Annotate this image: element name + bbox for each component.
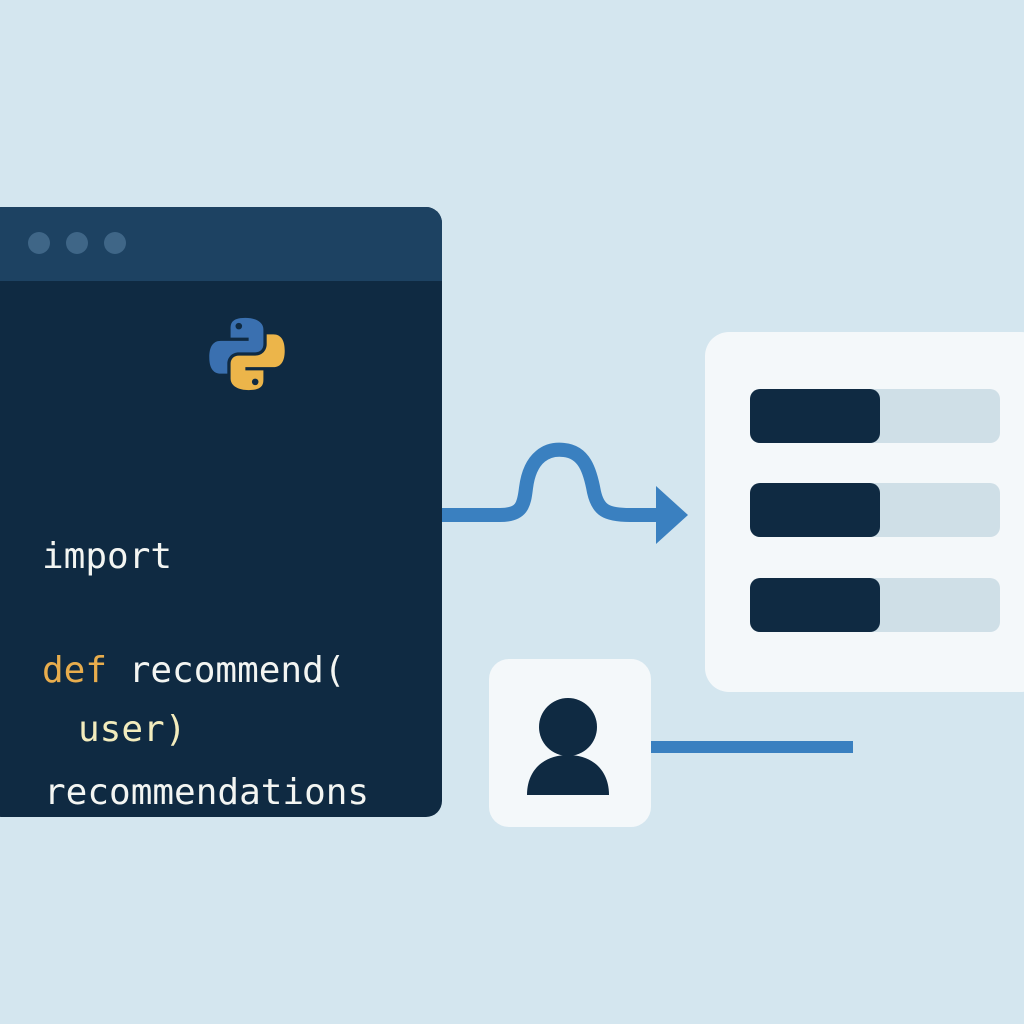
window-dot-icon [104, 232, 126, 254]
function-signature: recommend( [107, 650, 346, 691]
code-line-import: import [42, 536, 173, 577]
user-connector-line [651, 741, 853, 753]
user-icon [527, 698, 609, 795]
code-line-def: def recommend( [42, 651, 345, 691]
recommendation-bar [750, 483, 880, 537]
recommendation-bar [750, 578, 880, 632]
recommendation-bar [750, 389, 880, 443]
arrow-right-icon [656, 486, 688, 544]
window-dot-icon [66, 232, 88, 254]
python-logo-icon [209, 317, 285, 391]
recommendation-item [750, 578, 1000, 632]
recommendations-card [705, 332, 1024, 692]
window-dot-icon [28, 232, 50, 254]
recommendation-item [750, 483, 1000, 537]
keyword-def: def [42, 650, 108, 691]
flow-connector [442, 442, 660, 522]
recommendation-item [750, 389, 1000, 443]
code-line-recommendations: recommendations [44, 772, 370, 813]
code-line-user-param: user) [78, 709, 187, 750]
user-card [489, 659, 651, 827]
editor-titlebar [0, 207, 442, 281]
code-editor-window: import def recommend( user) recommendati… [0, 207, 442, 817]
